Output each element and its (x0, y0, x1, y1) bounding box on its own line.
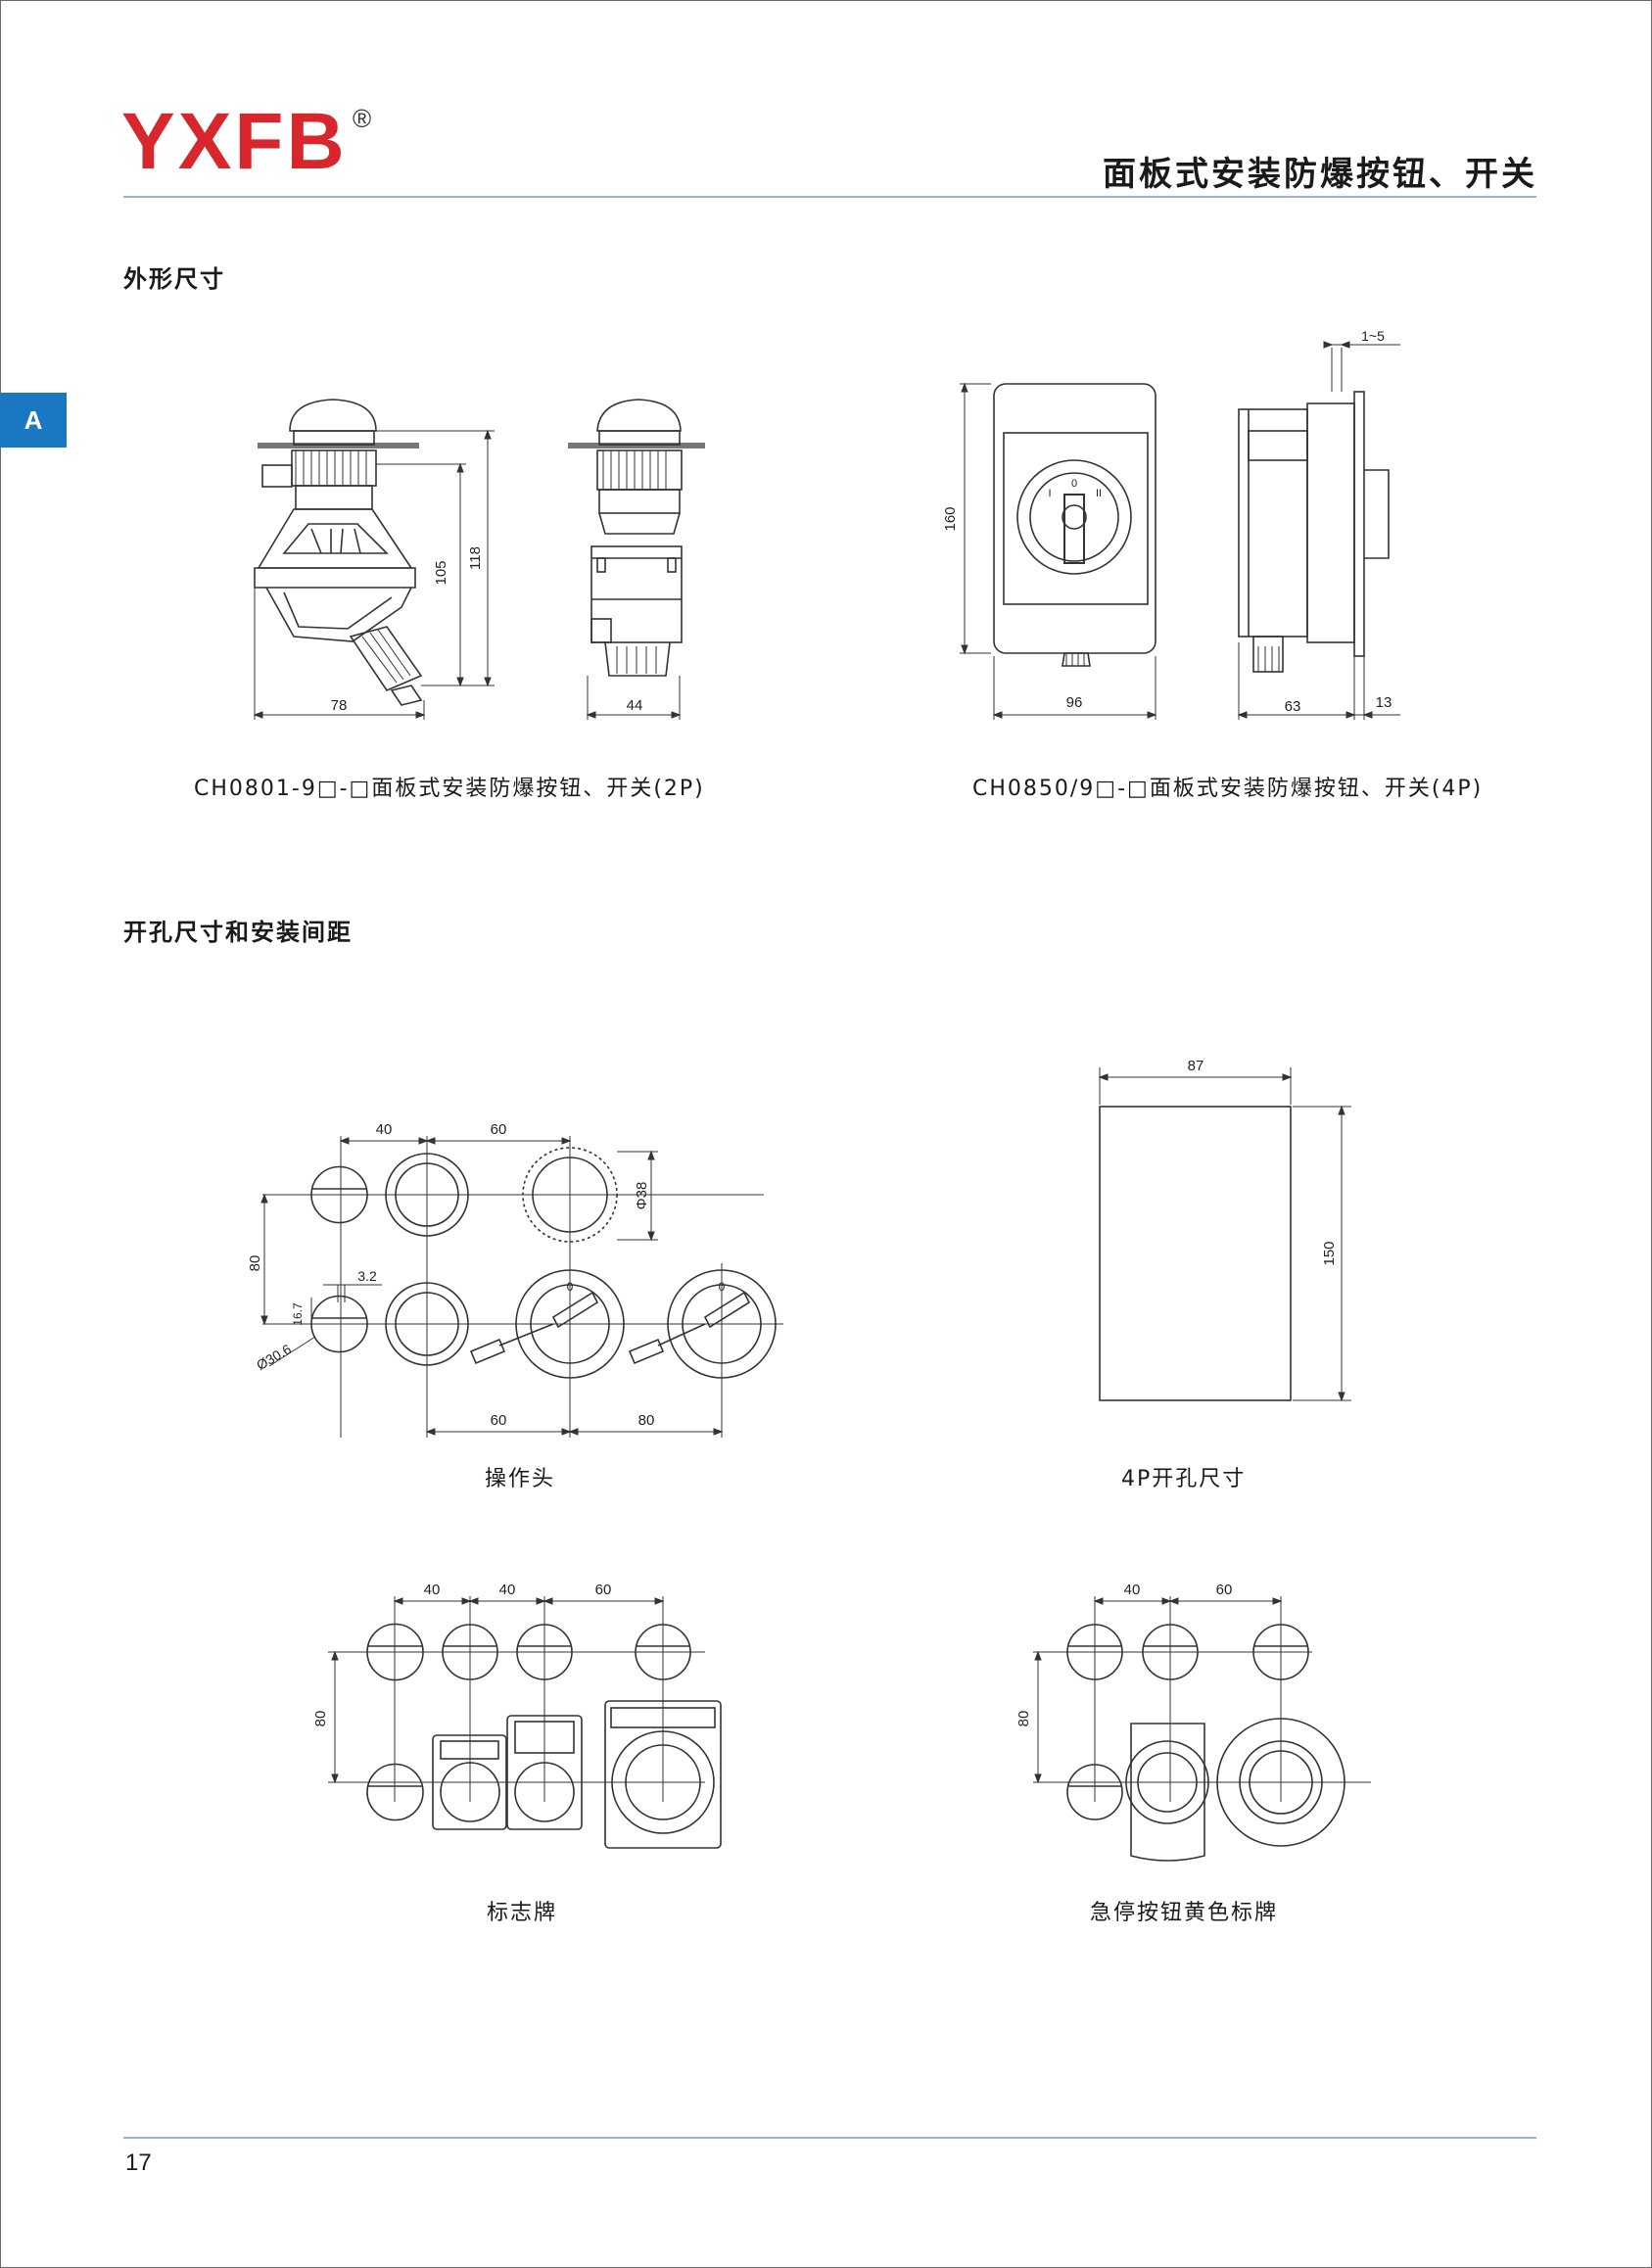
dim-op-d38: Φ38 (634, 1182, 650, 1210)
dim-ch0801-h118: 118 (467, 546, 484, 570)
cutout-4p-dims (1098, 1067, 1351, 1402)
caption-ch0850: CH0850/9□-□面板式安装防爆按钮、开关(4P) (972, 777, 1484, 801)
dial-label-i: I (1048, 488, 1051, 499)
dim-cut4p-150: 150 (1321, 1241, 1338, 1265)
ch0801-side-view (568, 399, 705, 677)
op-dial-zero-1: 0 (567, 1280, 574, 1294)
dim-np-60: 60 (595, 1582, 612, 1598)
dim-op-80-bottom: 80 (638, 1412, 655, 1429)
op-dial-zero-2: 0 (719, 1280, 726, 1294)
ch0850-side-view (1238, 391, 1390, 673)
caption-cutout-4p: 4P开孔尺寸 (1121, 1467, 1247, 1491)
estop-plate-dims (1034, 1597, 1283, 1784)
dim-op-d30-6: Ø30.6 (254, 1341, 294, 1373)
dim-op-3-2: 3.2 (357, 1268, 377, 1284)
dial-label-zero: 0 (1071, 478, 1077, 490)
dim-es-40: 40 (1124, 1582, 1141, 1598)
nameplate-drawing (328, 1596, 722, 1849)
dim-ch0850-gap: 1~5 (1361, 328, 1385, 344)
dim-es-80: 80 (1015, 1711, 1032, 1727)
brand-logo: YXFB (121, 97, 348, 186)
ch0850-front-dims (960, 382, 1157, 720)
ch0850-side-dims (1237, 341, 1400, 720)
caption-estop-plate: 急停按钮黄色标牌 (1090, 1901, 1279, 1925)
estop-plate-drawing (1033, 1596, 1371, 1862)
ch0801-front-dims (253, 429, 495, 720)
dim-np-40b: 40 (499, 1582, 516, 1598)
dim-ch0801-h105: 105 (433, 560, 449, 585)
header-rule (123, 196, 1536, 198)
dim-np-80: 80 (312, 1711, 329, 1727)
section-heading-cutout: 开孔尺寸和安装间距 (123, 919, 353, 946)
dim-np-40a: 40 (424, 1582, 441, 1598)
dim-ch0801-width: 78 (331, 697, 348, 714)
dim-cut4p-87: 87 (1188, 1058, 1204, 1074)
dim-ch0850-width: 96 (1066, 694, 1083, 711)
dial-label-ii: II (1096, 488, 1102, 499)
footer-rule (123, 2137, 1536, 2139)
dim-op-60-top: 60 (491, 1121, 507, 1138)
operator-head-drawing (262, 1136, 783, 1438)
registered-mark: ® (353, 104, 372, 133)
dim-es-60: 60 (1216, 1582, 1233, 1598)
dim-op-16-7: 16.7 (291, 1302, 305, 1326)
dim-ch0850-panel: 13 (1376, 694, 1392, 711)
operator-head-dims (260, 1137, 724, 1436)
caption-nameplate: 标志牌 (487, 1901, 558, 1925)
page-title: 面板式安装防爆按钮、开关 (1103, 155, 1537, 194)
cutout-4p-drawing (1099, 1106, 1292, 1401)
dim-ch0850-height: 160 (942, 506, 959, 531)
ch0850-front-view (993, 383, 1156, 667)
caption-operator-head: 操作头 (485, 1467, 556, 1491)
nameplate-dims (331, 1597, 665, 1784)
dim-op-80-v: 80 (247, 1255, 263, 1272)
ch0801-front-view (254, 399, 423, 706)
page-number: 17 (125, 2150, 152, 2176)
dim-ch0801-side-width: 44 (627, 697, 643, 714)
section-heading-outline: 外形尺寸 (123, 265, 225, 293)
dim-op-60-bottom: 60 (491, 1412, 507, 1429)
dim-op-40: 40 (376, 1121, 393, 1138)
dim-ch0850-depth: 63 (1285, 698, 1301, 715)
ch0801-side-dims (586, 676, 682, 720)
caption-ch0801: CH0801-9□-□面板式安装防爆按钮、开关(2P) (194, 777, 705, 801)
section-tab[interactable]: A (0, 393, 67, 448)
